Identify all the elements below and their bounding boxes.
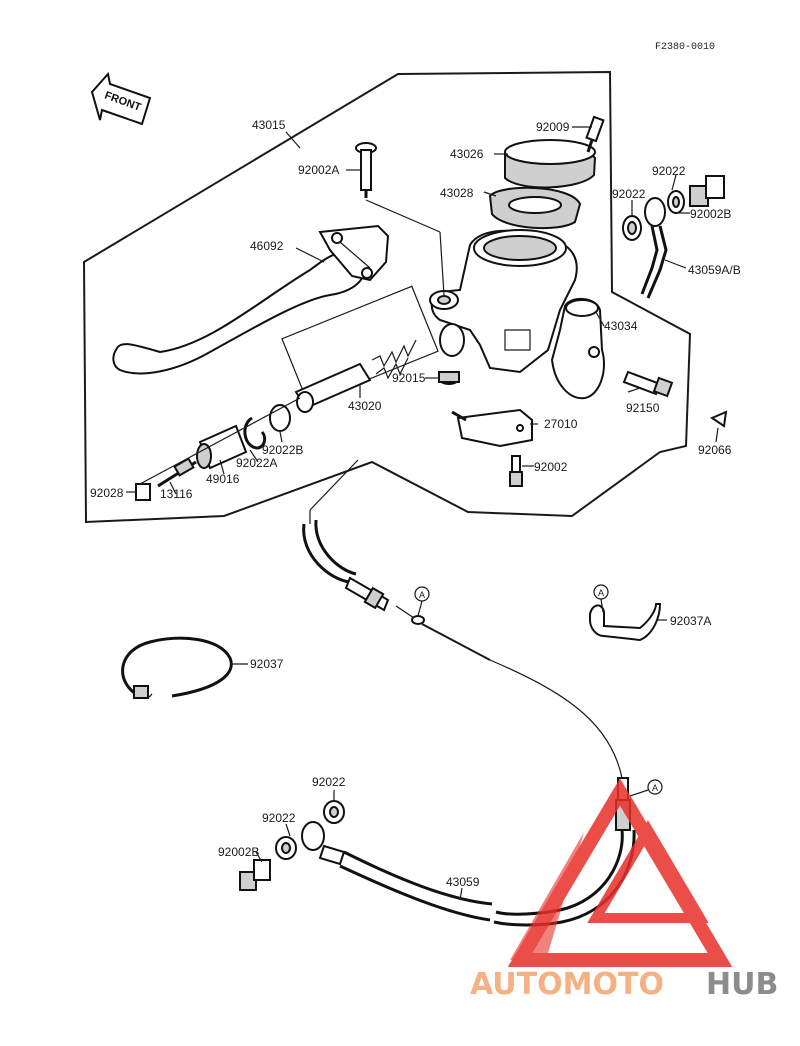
label-43034: 43034: [604, 319, 638, 333]
nut-92015: [438, 371, 460, 385]
washer-top-2: [667, 190, 685, 214]
switch-screw: [509, 455, 523, 487]
push-rod: [157, 457, 197, 488]
watermark-part1: AUTOMOTO: [470, 967, 664, 1002]
callout-a-3: A: [629, 779, 663, 797]
handlebar-clamp: [550, 298, 605, 400]
label-43059AB: 43059A/B: [688, 263, 741, 277]
washer-low-2: [275, 836, 297, 860]
clutch-lever: [112, 224, 390, 375]
washer-top: [622, 215, 642, 241]
label-43015: 43015: [252, 118, 286, 132]
drawing-code: F2380-0010: [655, 42, 715, 53]
master-cylinder-body: [429, 229, 578, 374]
lower-hose: [301, 821, 493, 922]
callout-a-2: A: [593, 584, 609, 613]
callout-a-1: A: [414, 586, 430, 617]
watermark-text: AUTOMOTO HUB: [470, 967, 778, 1002]
watermark-logo-icon: [507, 778, 733, 967]
label-92009: 92009: [536, 120, 570, 134]
cap-92066: [709, 410, 728, 428]
label-43026: 43026: [450, 147, 484, 161]
label-13116: 13116: [160, 487, 193, 501]
cable-band: [121, 636, 233, 700]
screw-92009: [585, 115, 605, 153]
washer-low-1: [323, 800, 345, 824]
piston-assembly: [281, 285, 439, 413]
label-92015: 92015: [392, 371, 426, 385]
label-92022-low2: 92022: [262, 811, 296, 825]
diaphragm: [488, 186, 582, 230]
label-92066: 92066: [698, 443, 732, 457]
banjo-hose-top: [640, 197, 668, 299]
svg-text:A: A: [598, 588, 604, 598]
label-49016: 49016: [206, 472, 240, 486]
label-43059: 43059: [446, 875, 480, 889]
label-92022-mid: 92022: [612, 187, 646, 201]
leader-lines: [126, 126, 719, 901]
label-92002B-low: 92002B: [218, 845, 259, 859]
label-92002B-top: 92002B: [690, 207, 731, 221]
cap-92028: [135, 483, 151, 501]
assembly-outline: [82, 70, 692, 524]
label-92037: 92037: [250, 657, 284, 671]
label-27010: 27010: [544, 417, 578, 431]
label-92022-top: 92022: [652, 164, 686, 178]
front-arrow-icon: FRONT: [90, 71, 152, 126]
watermark-part2: HUB: [706, 967, 778, 1002]
label-43028: 43028: [440, 186, 474, 200]
label-92037A: 92037A: [670, 614, 711, 628]
label-43020: 43020: [348, 399, 382, 413]
label-92028: 92028: [90, 486, 124, 500]
label-92022B: 92022B: [262, 443, 303, 457]
label-92002A: 92002A: [298, 163, 339, 177]
clutch-switch: [451, 408, 533, 448]
svg-text:A: A: [652, 783, 658, 793]
svg-text:A: A: [419, 590, 425, 600]
label-92022-low1: 92022: [312, 775, 346, 789]
banjo-bolt-top: [689, 175, 725, 207]
label-46092: 46092: [250, 239, 284, 253]
clamp-bolt: [622, 370, 674, 398]
label-92002: 92002: [534, 460, 568, 474]
cable-clamp: [589, 603, 662, 642]
dust-boot: [196, 424, 248, 470]
label-92022A: 92022A: [236, 456, 277, 470]
reservoir-cap: [504, 139, 597, 189]
banjo-bolt-low: [239, 859, 271, 891]
label-92150: 92150: [626, 401, 660, 415]
